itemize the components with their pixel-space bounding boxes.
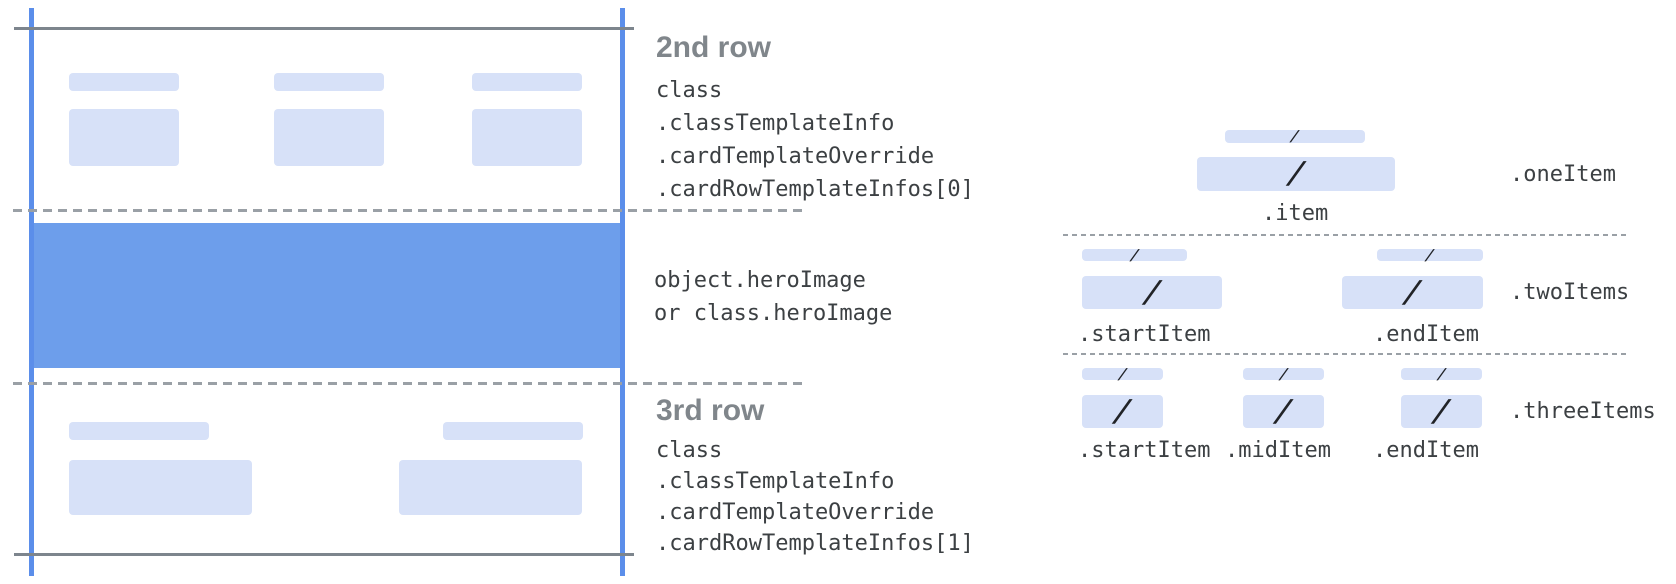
code-line: class	[656, 438, 723, 463]
row2-item1-label-placeholder	[69, 73, 179, 91]
item-label: .startItem	[1078, 322, 1211, 347]
card-bottom-border-line	[14, 553, 634, 556]
slash-glyph: /	[1399, 274, 1427, 310]
slash-glyph: /	[1138, 274, 1166, 310]
code-line: .cardRowTemplateInfos[0]	[656, 177, 974, 202]
row2-item2-value-placeholder	[274, 109, 384, 166]
twoitems-start-label-placeholder: /	[1082, 245, 1187, 264]
hero-code-annotation: object.heroImage or class.heroImage	[654, 264, 892, 330]
row3-end-label-placeholder	[443, 422, 583, 440]
code-line: .cardRowTemplateInfos[1]	[656, 531, 974, 556]
hero-image-band	[34, 223, 620, 368]
threeitems-start-label-placeholder: /	[1082, 364, 1163, 383]
slash-glyph: /	[1276, 364, 1291, 383]
row2-item3-value-placeholder	[472, 109, 582, 166]
card-left-guide-line	[29, 8, 34, 576]
item-label: .startItem	[1078, 438, 1211, 463]
code-line: .cardTemplateOverride	[656, 144, 935, 169]
row2-bottom-dashed-divider	[13, 209, 803, 212]
twoitems-section-label: .twoItems	[1510, 280, 1630, 305]
row2-section-title: 2nd row	[656, 31, 772, 64]
twoitems-dashed-divider	[1063, 353, 1630, 355]
slash-glyph: /	[1115, 364, 1130, 383]
threeitems-mid-value-placeholder: /	[1243, 393, 1324, 429]
code-line: .classTemplateInfo	[656, 469, 895, 494]
item-label: .item	[1262, 201, 1329, 226]
slash-glyph: /	[1109, 393, 1137, 429]
row3-start-label-placeholder	[69, 422, 209, 440]
twoitems-end-label-placeholder: /	[1377, 245, 1483, 264]
twoitems-start-value-placeholder: /	[1082, 274, 1222, 310]
row2-item2-label-placeholder	[274, 73, 384, 91]
slash-glyph: /	[1423, 245, 1437, 264]
slash-glyph: /	[1282, 156, 1310, 191]
oneitem-dashed-divider	[1063, 234, 1630, 236]
row3-section-title: 3rd row	[656, 394, 765, 427]
slash-glyph: /	[1288, 127, 1302, 145]
item-label: .endItem	[1373, 322, 1479, 347]
oneitem-value-placeholder: /	[1197, 156, 1395, 191]
slash-glyph: /	[1434, 364, 1449, 383]
code-line: .cardTemplateOverride	[656, 500, 935, 525]
twoitems-end-value-placeholder: /	[1342, 274, 1483, 310]
item-label: .midItem	[1225, 438, 1331, 463]
row3-start-value-placeholder	[69, 460, 252, 515]
code-line: class	[656, 78, 723, 103]
code-line: or class.heroImage	[654, 301, 893, 326]
row2-item1-value-placeholder	[69, 109, 179, 166]
slash-glyph: /	[1428, 393, 1456, 429]
threeitems-end-value-placeholder: /	[1401, 393, 1482, 429]
row2-code-annotation: class .classTemplateInfo .cardTemplateOv…	[656, 74, 974, 206]
oneitem-label-placeholder: /	[1225, 127, 1365, 145]
card-top-border-line	[14, 27, 634, 30]
item-label: .endItem	[1373, 438, 1479, 463]
row3-code-annotation: class .classTemplateInfo .cardTemplateOv…	[656, 435, 974, 559]
row2-item3-label-placeholder	[472, 73, 582, 91]
hero-bottom-dashed-divider	[13, 382, 803, 385]
row3-end-value-placeholder	[399, 460, 582, 515]
threeitems-section-label: .threeItems	[1510, 399, 1656, 424]
threeitems-mid-label-placeholder: /	[1243, 364, 1324, 383]
threeitems-end-label-placeholder: /	[1401, 364, 1482, 383]
oneitem-section-label: .oneItem	[1510, 162, 1616, 187]
slash-glyph: /	[1127, 245, 1142, 264]
threeitems-start-value-placeholder: /	[1082, 393, 1163, 429]
code-line: object.heroImage	[654, 268, 866, 293]
slash-glyph: /	[1270, 393, 1298, 429]
code-line: .classTemplateInfo	[656, 111, 895, 136]
card-right-guide-line	[620, 8, 625, 576]
